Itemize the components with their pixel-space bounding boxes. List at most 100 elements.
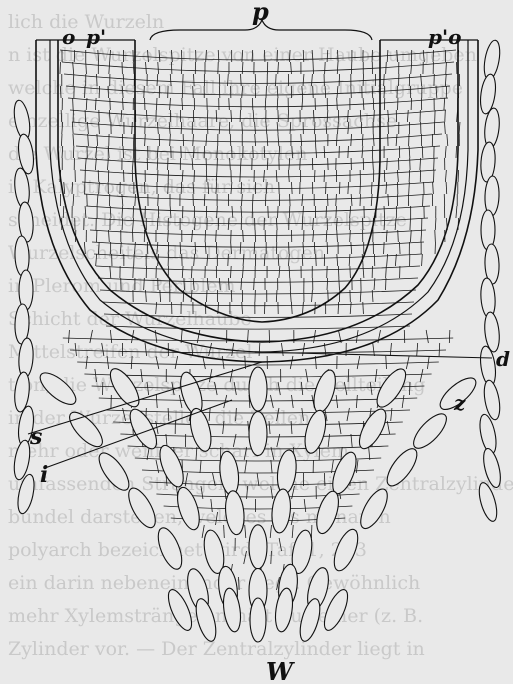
root-cap-cell (249, 525, 267, 569)
cell-wall (339, 74, 340, 86)
root-cap-cell (250, 598, 266, 642)
cell-wall (319, 447, 320, 460)
cell-wall (170, 98, 171, 110)
cell-wall (313, 86, 314, 98)
cell-wall (291, 182, 292, 194)
cell-wall (459, 122, 460, 134)
cell-wall (194, 170, 195, 182)
cell-wall (456, 206, 457, 218)
cell-wall (73, 146, 74, 158)
cell-wall (168, 230, 169, 242)
label-z: z (453, 391, 466, 415)
cell-wall (348, 182, 349, 194)
cell-wall (410, 230, 411, 242)
cell-wall (351, 86, 352, 98)
cell-wall (168, 158, 169, 170)
cell-wall (72, 182, 73, 194)
cell-wall (85, 86, 86, 98)
cell-wall (158, 194, 159, 206)
cell-wall (288, 170, 289, 182)
cell-wall (402, 395, 404, 408)
cell-wall (264, 50, 265, 62)
cell-wall (302, 194, 303, 206)
cell-wall (278, 206, 279, 218)
cell-wall (338, 302, 339, 314)
cell-row-line (102, 302, 414, 306)
background-text-line: umfassenden Strängen, welche einen Zentr… (8, 473, 513, 495)
cell-wall (362, 146, 363, 158)
cell-wall (265, 98, 266, 110)
cell-wall (435, 218, 436, 230)
cell-wall (356, 395, 357, 408)
cell-wall (123, 98, 124, 110)
cell-wall (253, 146, 254, 158)
cell-wall (182, 98, 183, 110)
cell-wall (291, 302, 292, 314)
cell-wall (302, 302, 303, 314)
cell-wall (409, 170, 410, 182)
cell-row-line (68, 98, 448, 107)
label-w: W (266, 657, 295, 684)
cell-wall (326, 206, 327, 218)
cell-wall (422, 146, 423, 158)
cell-wall (371, 194, 372, 206)
cell-wall (276, 290, 277, 302)
cell-wall (230, 134, 231, 146)
cell-wall (327, 278, 328, 290)
cell-wall (206, 170, 207, 182)
cell-wall (421, 230, 422, 242)
cell-wall (347, 408, 349, 421)
cell-wall (181, 122, 182, 134)
cell-wall (360, 182, 361, 194)
cell-wall (357, 356, 360, 369)
cell-wall (337, 98, 338, 110)
cell-wall (229, 98, 230, 110)
cell-wall (384, 170, 385, 182)
root-cap-cell (408, 409, 451, 453)
cell-wall (60, 62, 61, 74)
cell-wall (350, 230, 351, 242)
cell-wall (338, 266, 339, 278)
cell-wall (417, 343, 418, 356)
cell-wall (243, 230, 244, 242)
cell-wall (348, 146, 349, 158)
cell-wall (316, 146, 317, 158)
label-p-prime-o-right: p'o (428, 25, 461, 49)
label-p-prime-left: p' (86, 25, 106, 49)
cell-wall (290, 278, 291, 290)
cell-wall (406, 356, 409, 369)
cell-wall (73, 74, 74, 86)
cell-wall (277, 98, 278, 110)
cell-wall (336, 194, 337, 206)
label-o-left: o (62, 25, 75, 49)
cell-wall (369, 447, 370, 460)
cell-wall (302, 98, 303, 110)
cell-wall (264, 302, 265, 314)
cell-row-line (74, 134, 442, 142)
label-s: s (29, 424, 42, 450)
cell-wall (73, 98, 74, 110)
cell-row-line (96, 266, 420, 271)
cell-wall (390, 343, 391, 356)
cell-wall (449, 330, 450, 343)
cell-wall (289, 266, 290, 278)
leader-d (255, 352, 492, 358)
cell-wall (259, 343, 260, 356)
cell-wall (254, 278, 255, 290)
cell-wall (422, 254, 423, 266)
cell-wall (386, 182, 387, 194)
root-cap-cell (249, 412, 267, 456)
cell-wall (371, 182, 372, 194)
cell-wall (433, 182, 434, 194)
cell-wall (363, 266, 364, 278)
label-p: p (252, 0, 269, 26)
cell-wall (290, 194, 291, 206)
cell-wall (61, 134, 62, 146)
background-text-line: in Kalyptrogen, das für sich (8, 176, 275, 198)
cell-wall (373, 134, 374, 146)
cell-wall (445, 170, 446, 182)
cell-wall (300, 158, 301, 170)
cell-wall (339, 421, 341, 434)
cell-wall (324, 170, 325, 182)
